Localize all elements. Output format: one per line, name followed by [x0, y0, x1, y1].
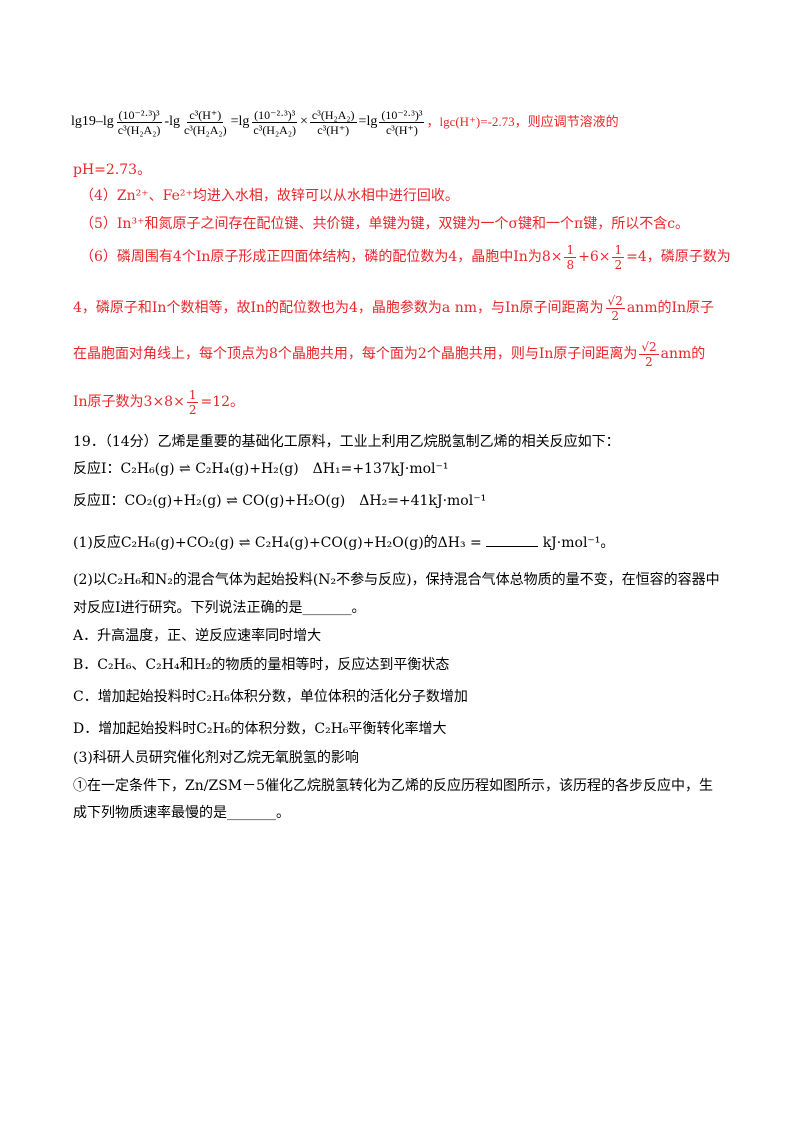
question-part-3-i-line-1: ①在一定条件下，Zn/ZSM－5催化乙烷脱氢转化为乙烯的反应历程如图所示，该历程… — [73, 778, 714, 794]
calc-times: × — [300, 114, 308, 129]
math-term: =12 — [200, 394, 231, 410]
answer-6-text: （6）磷周围有4个In原子形成正四面体结构，磷的配位数为4，晶胞中In为 — [80, 249, 542, 265]
answer-6-text: 在晶胞面对角线上，每个顶点为8个晶胞共用，每个面为2个晶胞共用，则与In原子间距… — [73, 346, 638, 362]
math-term: 8× — [541, 249, 563, 265]
math-term: +6× — [578, 249, 611, 265]
calc-equals: =lg — [358, 114, 378, 129]
answer-blank — [486, 546, 539, 547]
calc-tail: ，lgc(H⁺)=-2.73，则应调节溶液的 — [426, 114, 619, 129]
answer-6-text: 。 — [230, 394, 245, 410]
answer-6-line-1: （6）磷周围有4个In原子形成正四面体结构，磷的配位数为4，晶胞中In为 8× … — [80, 240, 731, 274]
option-a: A．升高温度，正、逆反应速率同时增大 — [73, 628, 322, 644]
calc-prefix: lg19–lg — [71, 114, 114, 129]
question-part-2-line-2: 对反应Ⅰ进行研究。下列说法正确的是_______。 — [73, 600, 366, 616]
answer-6-text: 4，磷原子和In个数相等，故In的配位数也为4，晶胞参数为a nm，与In原子间… — [73, 300, 604, 316]
answer-6-line-3: 在晶胞面对角线上，每个顶点为8个晶胞共用，每个面为2个晶胞共用，则与In原子间距… — [73, 334, 730, 374]
question-19-title: 19．（14分）乙烯是重要的基础化工原料，工业上利用乙烷脱氢制乙烯的相关反应如下… — [73, 434, 620, 450]
question-part-1-unit: kJ·mol⁻¹。 — [542, 535, 615, 551]
answer-6-line-2: 4，磷原子和In个数相等，故In的配位数也为4，晶胞参数为a nm，与In原子间… — [73, 288, 730, 328]
answer-6-text: In原子数为 — [73, 394, 144, 410]
option-b: B．C₂H₆、C₂H₄和H₂的物质的量相等时，反应达到平衡状态 — [73, 657, 450, 673]
question-part-3: (3)科研人员研究催化剂对乙烷无氧脱氢的影响 — [73, 750, 359, 766]
answer-4: （4）Zn²⁺、Fe²⁺均进入水相，故锌可以从水相中进行回收。 — [80, 188, 459, 204]
calc-result: pH=2.73。 — [73, 162, 152, 178]
question-part-2-line-1: (2)以C₂H₆和N₂的混合气体为起始投料(N₂不参与反应)，保持混合气体总物质… — [73, 572, 720, 588]
reaction-1: 反应Ⅰ：C₂H₆(g) ⇌ C₂H₄(g)+H₂(g) ΔH₁=+137kJ·m… — [73, 461, 449, 477]
fraction: c³(H₂A₂)c³(H⁺) — [309, 107, 357, 137]
answer-6-text: anm的In原子 — [626, 300, 715, 316]
option-c: C．增加起始投料时C₂H₆体积分数，单位体积的活化分子数增加 — [73, 689, 468, 705]
math-term: 3×8× — [143, 394, 185, 410]
calc-operator: -lg — [164, 114, 180, 129]
reaction-2: 反应Ⅱ：CO₂(g)+H₂(g) ⇌ CO(g)+H₂O(g) ΔH₂=+41k… — [73, 493, 487, 509]
fraction: c³(H⁺)c³(H₂A₂) — [183, 107, 227, 137]
calc-equals: =lg — [230, 114, 250, 129]
answer-5: （5）In³⁺和氮原子之间存在配位键、共价键，单键为键，双键为一个σ键和一个π键… — [80, 216, 690, 232]
question-part-3-i-line-2: 成下列物质速率最慢的是_______。 — [73, 805, 290, 821]
answer-6-text: anm的 — [660, 346, 706, 362]
question-part-1-text: (1)反应C₂H₆(g)+CO₂(g) ⇌ C₂H₄(g)+CO(g)+H₂O(… — [73, 535, 482, 551]
answer-6-text: ，磷原子数为 — [646, 249, 731, 265]
math-term: =4 — [626, 249, 647, 265]
option-d: D．增加起始投料时C₂H₆的体积分数，C₂H₆平衡转化率增大 — [73, 721, 447, 737]
question-part-1: (1)反应C₂H₆(g)+CO₂(g) ⇌ C₂H₄(g)+CO(g)+H₂O(… — [73, 533, 730, 553]
